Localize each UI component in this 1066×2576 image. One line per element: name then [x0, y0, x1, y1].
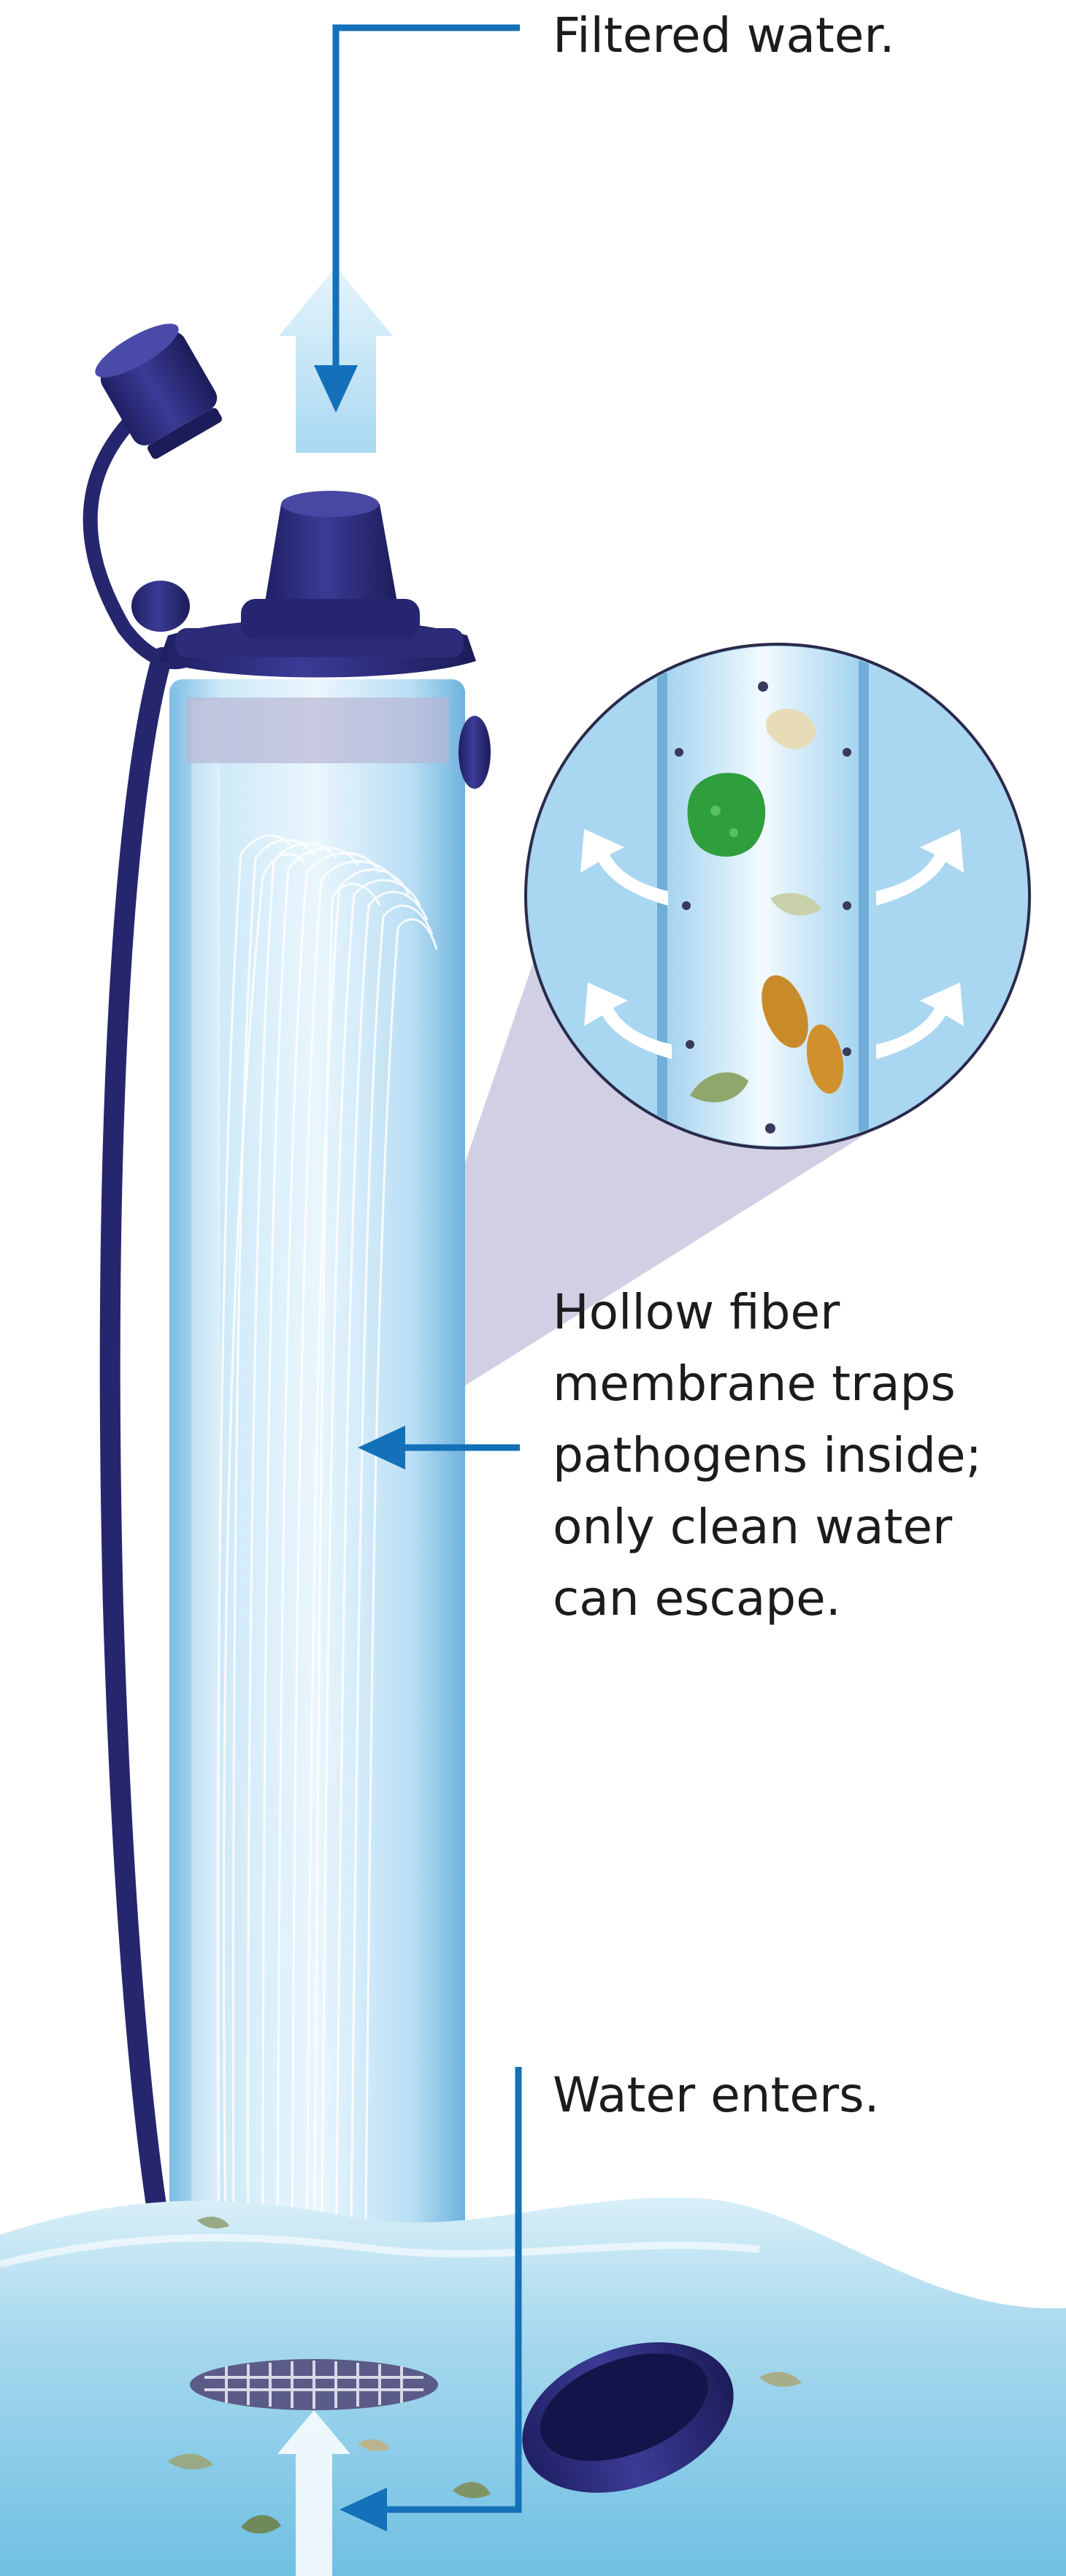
tube-highlight	[191, 701, 221, 2279]
hollow-fiber-strands	[216, 834, 438, 2279]
filter-tube	[169, 679, 465, 2308]
membrane-label-line: membrane traps	[553, 1356, 956, 1412]
membrane-label-line: Hollow fiber	[553, 1284, 840, 1340]
mouthpiece-top	[281, 491, 379, 517]
membrane-label-line: can escape.	[553, 1570, 841, 1627]
intake-arrow	[277, 2410, 350, 2576]
callout-arrow-bottom	[372, 2067, 522, 2513]
cord-knob	[131, 581, 190, 632]
filtered-water-label: Filtered water.	[553, 7, 895, 64]
callout-arrowhead-top	[314, 365, 358, 413]
callout-arrowhead-mid	[358, 1426, 405, 1469]
loose-cap-icon	[522, 2342, 734, 2493]
debris-particles	[168, 2216, 802, 2534]
membrane-label-line: only clean water	[553, 1499, 953, 1555]
top-cap-icon	[95, 324, 222, 459]
tube-top-shade	[186, 697, 449, 763]
mouthpiece-base	[241, 599, 420, 639]
water-body	[0, 2197, 1066, 2576]
membrane-label-line: pathogens inside;	[553, 1427, 982, 1483]
intake-screen	[190, 2359, 438, 2410]
mouthpiece	[264, 493, 398, 620]
callout-arrowhead-bottom	[340, 2488, 387, 2531]
side-clip	[459, 716, 491, 789]
callout-arrow-top	[332, 24, 520, 383]
water-wave-highlight	[0, 2233, 760, 2268]
lanyard-cord	[99, 647, 180, 2289]
membrane-label: Hollow fiber membrane traps pathogens in…	[553, 1277, 982, 1635]
water-enters-label: Water enters.	[553, 2067, 880, 2123]
magnified-view	[524, 643, 1031, 1150]
